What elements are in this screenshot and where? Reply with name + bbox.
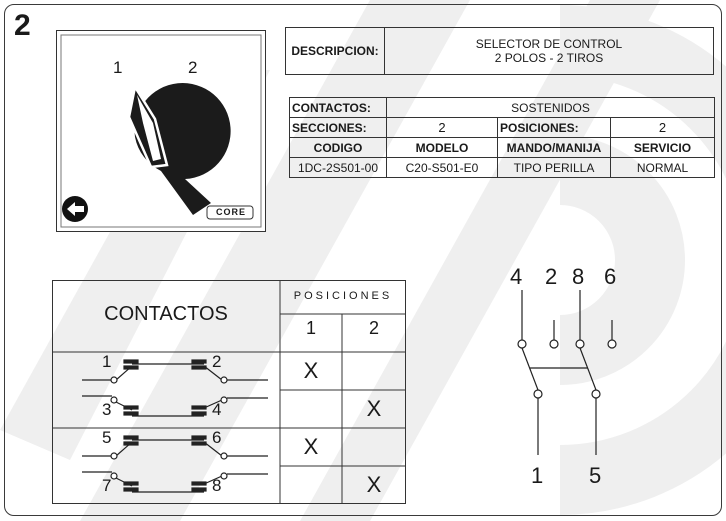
contact-label-4: 4 xyxy=(212,400,222,419)
mark-row1-pos1: X xyxy=(303,358,319,383)
position-col-1: 1 xyxy=(305,318,316,338)
switch-schematic xyxy=(517,290,617,455)
header-modelo: MODELO xyxy=(386,137,498,158)
schematic-label-4: 4 xyxy=(510,264,523,289)
contact-label-8: 8 xyxy=(212,476,222,495)
contactos-label: CONTACTOS: xyxy=(289,97,387,118)
value-servicio: NORMAL xyxy=(610,157,715,178)
specs-table: CONTACTOS: SOSTENIDOS SECCIONES: 2 POSIC… xyxy=(289,97,715,178)
mark-row3-pos1: X xyxy=(303,434,319,459)
contact-label-1: 1 xyxy=(102,352,112,371)
contact-label-2: 2 xyxy=(212,352,222,371)
description-table: DESCRIPCION: SELECTOR DE CONTROL 2 POLOS… xyxy=(285,27,714,75)
contact-symbols xyxy=(82,359,268,493)
mark-row2-pos2: X xyxy=(366,396,382,421)
selector-knob-drawing xyxy=(60,34,262,228)
contacts-grid xyxy=(52,280,406,504)
contact-label-3: 3 xyxy=(102,400,112,419)
contact-label-5: 5 xyxy=(102,428,112,447)
secciones-value: 2 xyxy=(386,117,498,138)
position-1-label: 1 xyxy=(113,58,123,77)
description-value: SELECTOR DE CONTROL 2 POLOS - 2 TIROS xyxy=(384,27,714,75)
selector-switch-picture: 1 2 CORE xyxy=(56,30,266,232)
value-mando: TIPO PERILLA xyxy=(497,157,611,178)
contactos-value: SOSTENIDOS xyxy=(386,97,715,118)
description-line-1: SELECTOR DE CONTROL xyxy=(475,37,623,51)
schematic-label-6: 6 xyxy=(604,264,617,289)
contact-label-7: 7 xyxy=(102,476,112,495)
contacts-table: CONTACTOS POSICIONES 1 2 1 2 3 4 5 6 7 8… xyxy=(52,280,406,504)
posiciones-label: POSICIONES: xyxy=(497,117,611,138)
contacts-title: CONTACTOS xyxy=(104,303,228,325)
header-codigo: CODIGO xyxy=(289,137,387,158)
posiciones-value: 2 xyxy=(610,117,715,138)
schematic-label-2: 2 xyxy=(545,264,558,289)
mark-row4-pos2: X xyxy=(366,472,382,497)
header-mando: MANDO/MANIJA xyxy=(497,137,611,158)
header-servicio: SERVICIO xyxy=(610,137,715,158)
arrow-icon xyxy=(67,202,84,216)
positions-header: POSICIONES xyxy=(293,290,393,302)
secciones-label: SECCIONES: xyxy=(289,117,387,138)
schematic-label-1: 1 xyxy=(531,463,544,488)
value-modelo: C20-S501-E0 xyxy=(386,157,498,178)
position-col-2: 2 xyxy=(368,318,379,338)
description-label: DESCRIPCION: xyxy=(285,27,385,75)
schematic-label-8: 8 xyxy=(572,264,585,289)
description-line-2: 2 POLOS - 2 TIROS xyxy=(494,51,604,65)
sheet-frame xyxy=(4,4,722,516)
position-2-label: 2 xyxy=(188,58,198,77)
contact-label-6: 6 xyxy=(212,428,222,447)
value-codigo: 1DC-2S501-00 xyxy=(289,157,387,178)
sheet-number: 2 xyxy=(14,9,31,42)
brand-logo: CORE xyxy=(215,207,246,217)
schematic-label-5: 5 xyxy=(589,463,602,488)
